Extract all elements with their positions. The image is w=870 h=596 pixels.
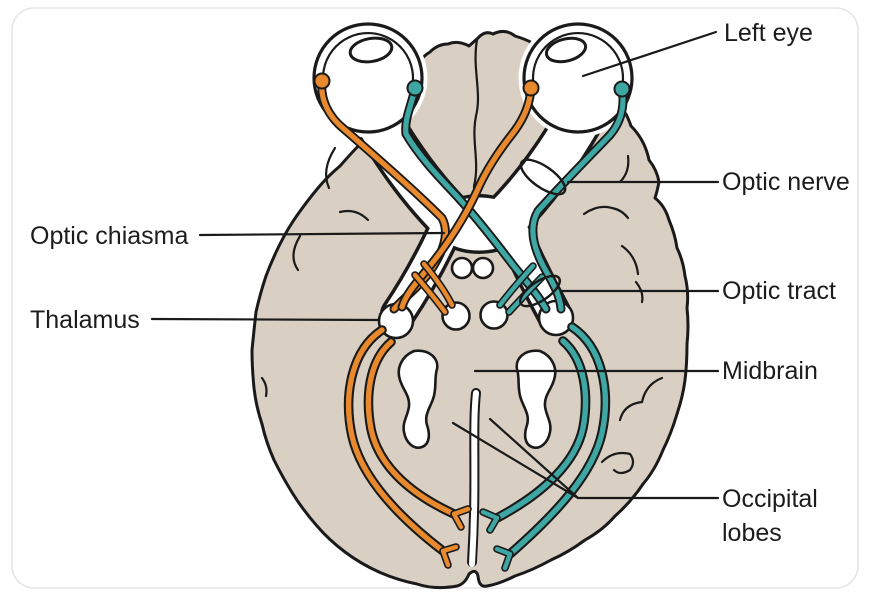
lateral-ventricles xyxy=(397,349,557,449)
label-left-eye: Left eye xyxy=(724,19,813,47)
sulcus-right-pole xyxy=(618,154,630,184)
label-optic-chiasma: Optic chiasma xyxy=(30,222,188,250)
right-eye-lens xyxy=(348,36,394,64)
orange-dot-right-eye xyxy=(313,72,331,90)
leader-lines xyxy=(150,30,720,500)
teal-branch-1 xyxy=(497,263,536,308)
sulcus-left-temporal xyxy=(292,234,302,272)
right-eye-of-figure xyxy=(308,18,428,138)
left-mammillary-body xyxy=(450,256,474,280)
orange-radiation-inner xyxy=(365,339,457,517)
longitudinal-fissure-posterior xyxy=(467,388,481,567)
occipital-lobes-leader xyxy=(451,417,720,500)
orange-dot-left-eye xyxy=(522,79,540,97)
label-thalamus: Thalamus xyxy=(30,306,140,334)
sulcus-left-frontal xyxy=(324,146,337,190)
orange-fork-outer xyxy=(440,544,459,568)
sulcus-right-occipital xyxy=(600,451,635,475)
left-eye-lens xyxy=(544,36,588,64)
right-ventricle xyxy=(515,349,557,449)
sulcus-left-mid xyxy=(338,209,370,222)
orange-radiation-outer xyxy=(345,327,446,554)
optic-tract-loop xyxy=(519,274,561,308)
orange-fork-inner xyxy=(451,506,471,530)
sulcus-left-edge xyxy=(260,376,268,398)
retina-origin-dots xyxy=(313,72,631,98)
thalamus-leader xyxy=(150,317,381,322)
fissure-channel xyxy=(469,390,479,567)
sulcus-right-mid xyxy=(620,244,640,276)
left-eye-of-figure xyxy=(518,18,638,138)
label-optic-tract: Optic tract xyxy=(722,277,836,305)
optic-chiasma-leader xyxy=(198,231,446,237)
teal-radiation-inner xyxy=(494,338,589,521)
label-midbrain: Midbrain xyxy=(722,357,818,385)
left-eye-leader xyxy=(581,30,718,78)
teal-radiation-outer xyxy=(507,324,609,557)
orange-branch-2 xyxy=(412,272,448,315)
sulcus-right-lower xyxy=(618,376,664,422)
sulcus-right-frontal xyxy=(582,205,630,220)
optic-radiations xyxy=(343,322,611,572)
longitudinal-fissure-anterior xyxy=(472,38,480,212)
label-occipital-line2: lobes xyxy=(722,519,782,547)
teal-fork-outer xyxy=(494,546,513,571)
label-optic-nerve: Optic nerve xyxy=(722,168,850,196)
orange-branch-1 xyxy=(421,261,455,308)
labels: Left eye Optic nerve Optic chiasma Thala… xyxy=(30,19,850,547)
right-eye-inner-arc xyxy=(321,31,415,90)
teal-dot-right-eye xyxy=(406,79,424,97)
left-colliculus xyxy=(441,301,471,331)
teal-fork-inner xyxy=(480,509,500,533)
mammillary-bodies xyxy=(450,256,495,280)
teal-dot-left-eye xyxy=(613,80,631,98)
right-eyeball xyxy=(312,22,424,134)
label-occipital-line1: Occipital xyxy=(722,485,818,513)
left-ventricle xyxy=(397,349,439,449)
teal-fiber-uncrossed xyxy=(530,86,626,312)
right-mammillary-body xyxy=(471,256,495,280)
optic-nerve-loop xyxy=(519,158,567,196)
left-eye-inner-arc xyxy=(531,31,625,90)
